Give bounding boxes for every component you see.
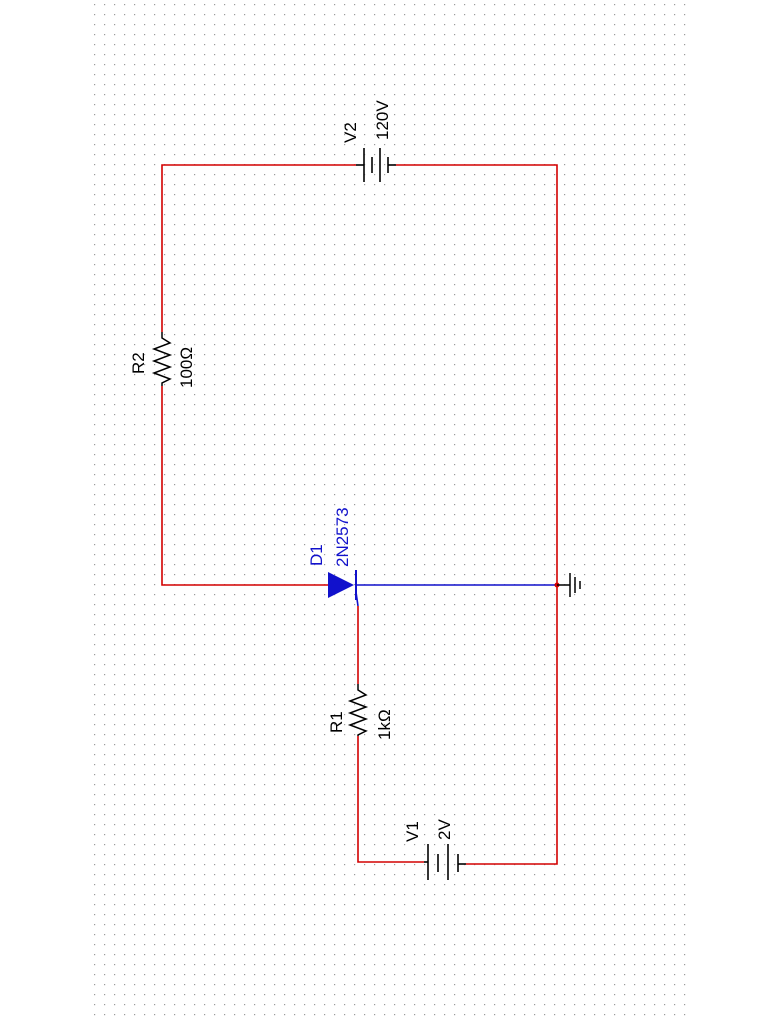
resistor-r2[interactable]	[151, 332, 173, 386]
wire-right-bottom	[466, 585, 558, 865]
wire-top-left	[161, 164, 356, 332]
d1-value-label: 2N2573	[333, 507, 352, 567]
v2-ref-label: V2	[341, 122, 360, 143]
ground-icon[interactable]	[557, 573, 581, 597]
wires	[161, 164, 558, 865]
battery-v1[interactable]	[424, 844, 466, 880]
r2-value-label: 100Ω	[177, 347, 196, 388]
wire-r2-to-diode	[161, 386, 328, 586]
r2-ref-label: R2	[129, 352, 148, 374]
grid-area	[90, 0, 690, 1024]
thyristor-d1[interactable]	[328, 570, 359, 607]
resistor-r1[interactable]	[347, 684, 369, 736]
battery-v2[interactable]	[356, 148, 396, 182]
r1-ref-label: R1	[327, 711, 346, 733]
wire-top-right	[396, 164, 558, 585]
wire-r1-v1	[357, 736, 424, 863]
v2-value-label: 120V	[373, 100, 392, 140]
diode-triangle	[328, 572, 354, 598]
gate-lead	[355, 591, 359, 607]
r1-value-label: 1kΩ	[375, 709, 394, 740]
v1-value-label: 2V	[435, 819, 454, 840]
d1-ref-label: D1	[307, 544, 326, 566]
v1-ref-label: V1	[403, 821, 422, 842]
